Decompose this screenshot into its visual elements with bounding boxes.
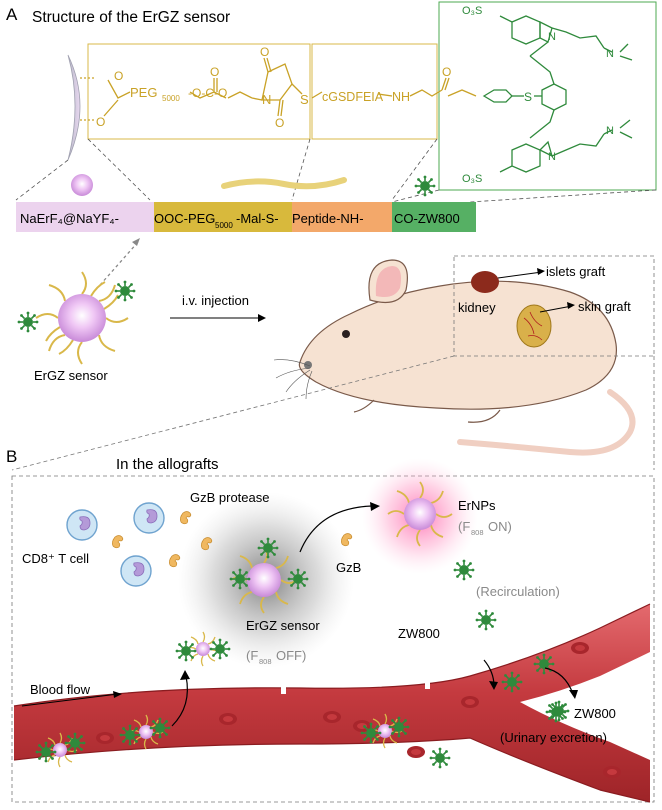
panel-b-title: In the allografts: [116, 456, 219, 473]
svg-text:OFF): OFF): [276, 648, 306, 663]
bar-seg1-text: NaErF₄@NaYF₄-: [20, 211, 119, 226]
bar-seg2-sub: 5000: [215, 221, 233, 230]
svg-text:(F: (F: [458, 519, 470, 534]
gzb-protease-icon-4: [168, 554, 181, 568]
svg-text:O: O: [442, 65, 451, 79]
kidney-icon: [471, 271, 499, 293]
bar-seg4-text: CO-ZW800: [394, 211, 460, 226]
svg-text:N: N: [548, 31, 556, 43]
zw800-icon-a2: [16, 310, 40, 334]
bar-seg-core: [16, 202, 154, 232]
svg-text:N: N: [262, 92, 271, 107]
svg-text:N: N: [606, 125, 614, 137]
skin-graft-icon: [516, 304, 552, 348]
blood-vessel: [13, 603, 651, 803]
svg-text:ON): ON): [488, 519, 512, 534]
svg-text:N: N: [548, 151, 556, 163]
skin-graft-label: skin graft: [578, 299, 631, 314]
svg-text:808: 808: [471, 528, 484, 537]
graft-zoom-box: [453, 255, 655, 357]
zw800-text: S O₃S O₃S N N N N: [462, 5, 614, 185]
bar-seg-zw800: [392, 202, 476, 232]
zw800-icon-a1: [113, 279, 137, 303]
zw800-out-label: ZW800: [574, 706, 616, 721]
urinary-excretion-label: (Urinary excretion): [500, 730, 607, 745]
blood-flow-label: Blood flow: [30, 682, 91, 697]
svg-text:cGSDFEIA: cGSDFEIA: [322, 90, 384, 104]
panel-a-label: A: [6, 5, 18, 24]
blood-flow-arrow: [21, 693, 119, 707]
svg-text:O₃S: O₃S: [462, 173, 482, 185]
zw800-dye-icon: [413, 174, 437, 198]
peg-linker-text: O O PEG 5000 -O-C-O O N O O S cGSDFEIA N…: [96, 45, 451, 130]
gzb-protease-label: GzB protease: [190, 490, 270, 505]
bar-seg2-text: OOC-PEG: [154, 211, 215, 226]
zw800-mid-label: ZW800: [398, 626, 440, 641]
svg-text:O: O: [260, 45, 269, 59]
gzb-protease-icon-1: [179, 511, 192, 525]
f808-off-label: (F 808 OFF): [246, 648, 306, 666]
skin-pointer: [539, 305, 573, 313]
ergz-sensor-b-label: ErGZ sensor: [246, 618, 320, 633]
nanoparticle-surface: [67, 54, 81, 161]
composition-bar: NaErF₄@NaYF₄- OOC-PEG 5000 -Mal-S- Pepti…: [16, 202, 476, 232]
allograft-box: [11, 475, 655, 803]
svg-text:O₃S: O₃S: [462, 5, 482, 17]
gzb-icon: [340, 533, 353, 547]
cd8-t-cell-icon-1: [66, 509, 98, 541]
recirculation-label: (Recirculation): [476, 584, 560, 599]
gzb-protease-icon-2: [111, 535, 124, 549]
svg-text:S: S: [524, 90, 532, 104]
peptide-box: [311, 43, 438, 140]
cd8-t-cell-label: CD8⁺ T cell: [22, 551, 89, 566]
svg-text:N: N: [606, 48, 614, 60]
zw800-structure: [482, 15, 633, 173]
nanoparticle-core-icon: [71, 174, 93, 196]
svg-text:PEG: PEG: [130, 85, 157, 100]
gzb-label: GzB: [336, 560, 361, 575]
bar-seg-peptide: [292, 202, 392, 232]
zw800-box: [438, 1, 657, 191]
bar-seg3-text: Peptide-NH-: [292, 211, 364, 226]
peg-linker-structure: [80, 57, 477, 121]
cd8-t-cell-icon-2: [133, 502, 165, 534]
svg-text:O: O: [114, 69, 123, 83]
ernps-icon: [387, 481, 453, 547]
svg-text:(F: (F: [246, 648, 258, 663]
svg-text:S: S: [300, 92, 309, 107]
ergz-sensor-tissue-icon: [230, 546, 298, 614]
bar-seg-peg: [154, 202, 292, 232]
cd8-t-cell-icon-3: [120, 555, 152, 587]
svg-text:NH: NH: [392, 90, 410, 104]
f808-on-label: (F 808 ON): [458, 519, 512, 537]
panel-b-label: B: [6, 447, 17, 466]
svg-text:5000: 5000: [162, 94, 180, 103]
zoom-guides: [15, 138, 657, 203]
svg-text:O: O: [275, 116, 284, 130]
bar-seg2b-text: -Mal-S-: [236, 211, 279, 226]
cleavage-arrow: [299, 505, 373, 553]
svg-text:O: O: [210, 65, 219, 79]
ergz-sensor-label: ErGZ sensor: [34, 368, 108, 383]
svg-text:O: O: [96, 115, 105, 129]
svg-text:808: 808: [259, 657, 272, 666]
ernps-label: ErNPs: [458, 498, 496, 513]
peg-linker-box: [87, 43, 311, 140]
islets-pointer: [497, 271, 543, 279]
islets-graft-label: islets graft: [546, 264, 606, 279]
ergz-sensor-large-icon: [35, 271, 129, 365]
svg-text:-O-C-O: -O-C-O: [188, 86, 227, 100]
peptide-squiggle-icon: [221, 177, 347, 190]
panel-a-title: Structure of the ErGZ sensor: [32, 9, 230, 26]
injection-label: i.v. injection: [182, 293, 249, 308]
sensor-to-bar-arrow: [99, 241, 139, 286]
extravasation-arrow: [171, 675, 188, 727]
kidney-label: kidney: [458, 300, 496, 315]
